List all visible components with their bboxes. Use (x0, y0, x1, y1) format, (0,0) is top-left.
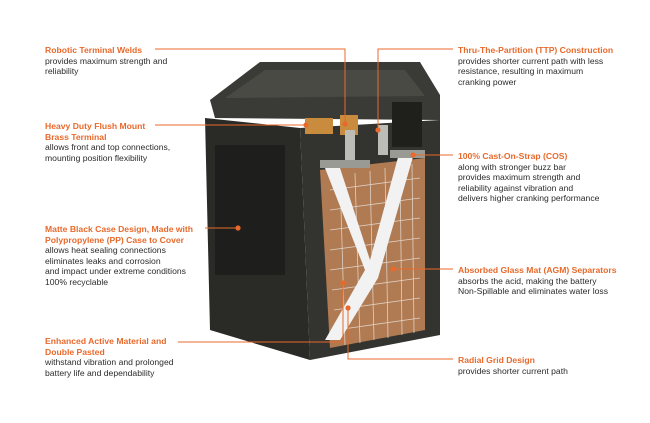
leader-lines (155, 48, 453, 360)
callout-active-material: Enhanced Active Material and Double Past… (45, 336, 215, 378)
callout-desc: provides shorter current path (458, 365, 568, 376)
agm-separator (325, 150, 415, 340)
callout-ttp-construction: Thru-The-Partition (TTP) Construction pr… (458, 45, 638, 87)
leader-radial-grid (347, 308, 453, 360)
callout-title: 100% Cast-On-Strap (COS) (458, 151, 568, 161)
callout-desc: allows front and top connections, mounti… (45, 142, 171, 163)
callout-desc: along with stronger buzz bar provides ma… (458, 161, 600, 204)
callout-robotic-terminal-welds: Robotic Terminal Welds provides maximum … (45, 45, 205, 77)
leader-dots (235, 121, 416, 311)
callout-title: Radial Grid Design (458, 355, 535, 365)
callout-title: Thru-The-Partition (TTP) Construction (458, 45, 614, 55)
ttp-post (378, 125, 388, 155)
callout-title: Robotic Terminal Welds (45, 45, 143, 55)
callout-title: Heavy Duty Flush Mount Brass Terminal (45, 121, 146, 142)
cast-on-strap-right (390, 150, 425, 158)
callout-radial-grid: Radial Grid Design provides shorter curr… (458, 355, 638, 376)
leader-active-material (178, 283, 344, 343)
callout-desc: allows heat sealing connections eliminat… (45, 245, 186, 287)
leader-robotic-welds (155, 48, 346, 122)
callout-desc: provides shorter current path with less … (458, 55, 604, 87)
callout-desc: provides maximum strength and reliabilit… (45, 55, 168, 77)
case-lid-ridge (225, 70, 425, 98)
case-front-inset (215, 145, 285, 275)
callout-desc: withstand vibration and prolonged batter… (45, 357, 174, 378)
callout-brass-terminal: Heavy Duty Flush Mount Brass Terminal al… (45, 121, 205, 163)
leader-ttp (377, 48, 453, 128)
callout-cast-on-strap: 100% Cast-On-Strap (COS) along with stro… (458, 151, 638, 204)
cast-on-strap-left (320, 160, 370, 168)
callout-matte-black-case: Matte Black Case Design, Made with Polyp… (45, 224, 215, 288)
callout-title: Enhanced Active Material and Double Past… (45, 336, 167, 357)
partition-wall (392, 102, 422, 147)
callout-agm-separators: Absorbed Glass Mat (AGM) Separators abso… (458, 265, 638, 297)
terminal-left (305, 118, 333, 134)
callout-title: Absorbed Glass Mat (AGM) Separators (458, 265, 617, 275)
terminal-post (345, 130, 355, 160)
callout-desc: absorbs the acid, making the battery Non… (458, 275, 608, 297)
callout-title: Matte Black Case Design, Made with Polyp… (45, 224, 194, 245)
